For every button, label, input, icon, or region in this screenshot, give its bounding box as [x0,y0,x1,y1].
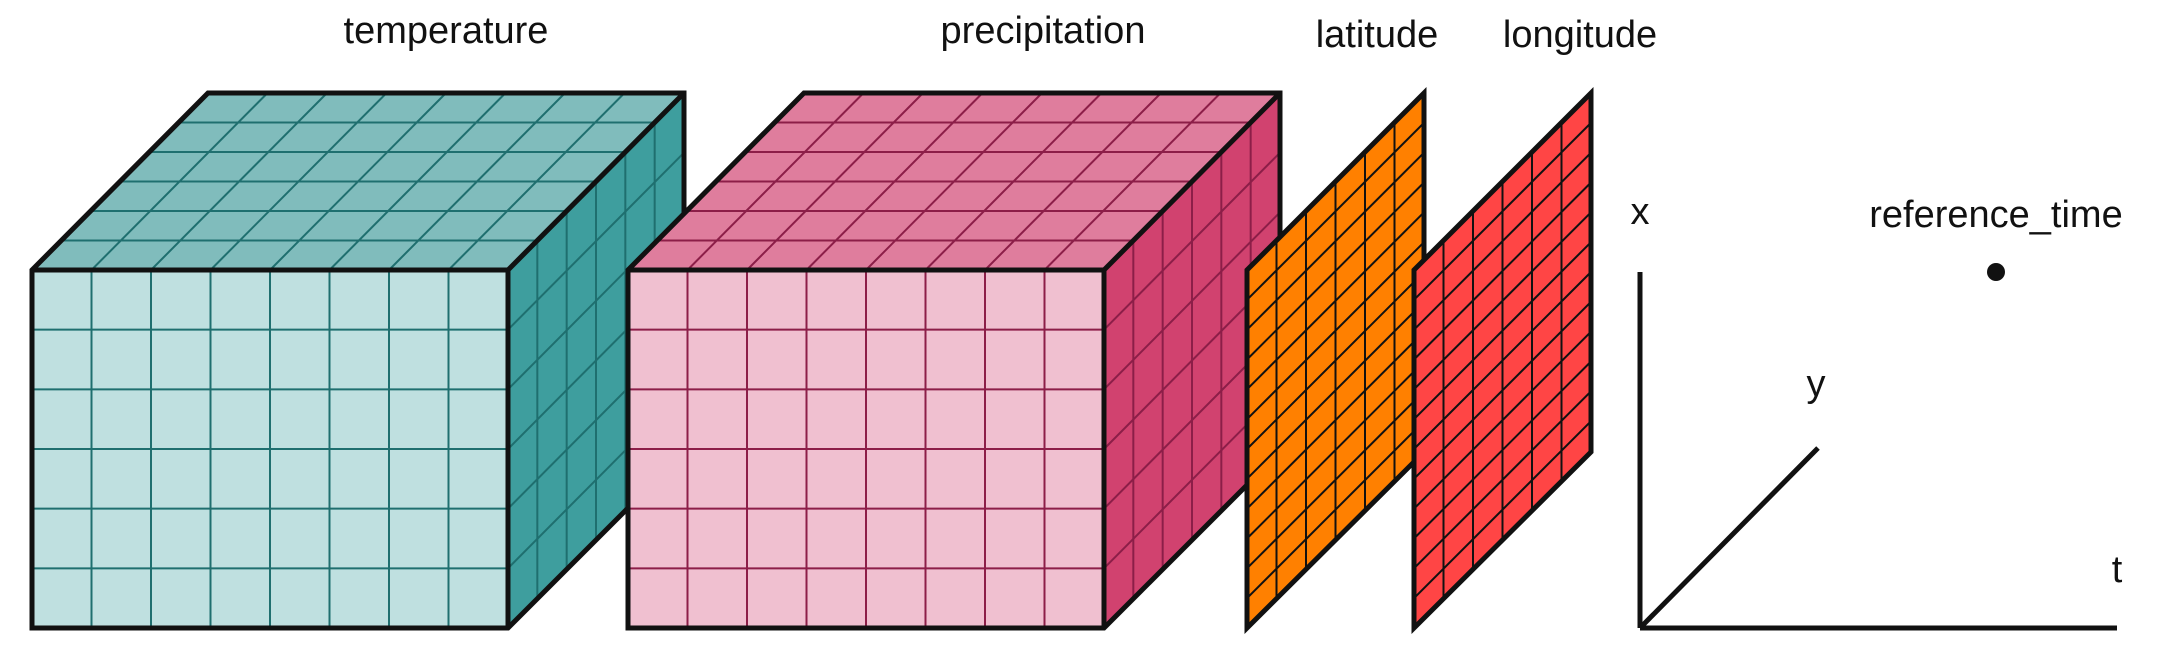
latitude-plane-grid-dline [1246,181,1425,361]
y-axis-line [1638,446,1820,630]
latitude-plane-grid-dline [1246,390,1425,570]
precipitation-label: precipitation [941,10,1146,52]
latitude-plane [1244,86,1427,635]
longitude-plane-outline [1411,86,1594,635]
longitude-plane-grid-dline [1413,390,1592,570]
latitude-plane-grid-dline [1246,271,1425,450]
longitude-plane [1411,86,1594,635]
longitude-plane-grid-dline [1413,241,1592,420]
longitude-plane-grid [1413,122,1592,599]
latitude-plane-grid-dline [1246,211,1425,391]
longitude-plane-grid-dline [1413,181,1592,361]
longitude-plane-grid-dline [1413,211,1592,391]
latitude-plane-grid-dline [1246,241,1425,420]
temperature-cube [29,90,687,631]
temperature-cube-grid [32,92,685,628]
longitude-label: longitude [1503,14,1657,56]
precipitation-cube [625,90,1283,631]
y-axis-label: y [1807,363,1826,405]
longitude-plane-grid-dline [1413,151,1592,331]
precipitation-side-grid-dline [1103,211,1281,391]
temperature-label: temperature [344,10,549,52]
longitude-plane-grid-dline [1413,360,1592,540]
x-axis-label: x [1631,191,1650,233]
longitude-plane-grid-dline [1413,122,1592,301]
longitude-plane-grid-dline [1413,301,1592,480]
temperature-side-grid-dline [507,151,685,331]
longitude-plane-grid-dline [1413,330,1592,510]
longitude-plane-grid-dline [1413,420,1592,599]
latitude-label: latitude [1316,14,1439,56]
latitude-plane-grid-dline [1246,360,1425,540]
t-axis-label: t [2112,549,2123,591]
precipitation-side-grid-dline [1103,151,1281,331]
axes [1637,263,2117,631]
latitude-plane-grid-dline [1246,301,1425,480]
latitude-plane-grid-dline [1246,420,1425,599]
reference-time-point [1987,263,2005,281]
latitude-plane-grid-dline [1246,330,1425,510]
longitude-plane-grid-dline [1413,271,1592,450]
latitude-plane-grid-dline [1246,151,1425,331]
latitude-plane-grid-dline [1246,122,1425,301]
latitude-plane-grid [1246,122,1425,599]
reference-time-label: reference_time [1869,194,2122,236]
